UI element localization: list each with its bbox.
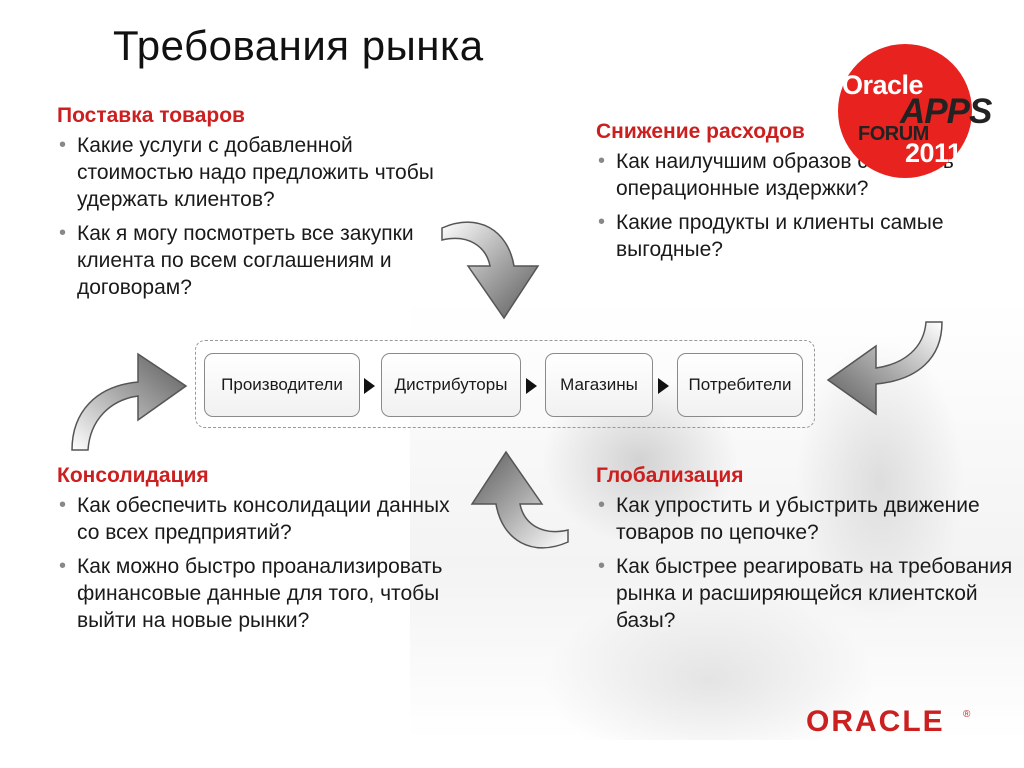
chain-step-consumers: Потребители bbox=[677, 353, 803, 417]
chain-step-stores: Магазины bbox=[545, 353, 653, 417]
bullet-list: Как упростить и убыстрить движение товар… bbox=[596, 492, 1016, 634]
chain-step-distributors: Дистрибуторы bbox=[381, 353, 521, 417]
oracle-brand-logo: ORACLE bbox=[806, 705, 945, 738]
curved-arrow-top-icon bbox=[441, 221, 540, 320]
logo-text: APPS bbox=[900, 92, 992, 131]
list-item: Какие продукты и клиенты самые выгодные? bbox=[596, 209, 956, 263]
value-chain: Производители Дистрибуторы Магазины Потр… bbox=[195, 340, 815, 428]
curved-arrow-bottom-icon bbox=[470, 450, 569, 549]
curved-arrow-left-icon bbox=[71, 352, 188, 451]
list-item: Как обеспечить консолидации данных со вс… bbox=[57, 492, 467, 546]
section-heading: Консолидация bbox=[57, 464, 209, 487]
section-heading: Глобализация bbox=[596, 464, 744, 487]
bullet-list: Как обеспечить консолидации данных со вс… bbox=[57, 492, 467, 634]
chain-arrow-icon bbox=[526, 378, 537, 394]
section-heading: Снижение расходов bbox=[596, 120, 805, 143]
bullet-list: Какие услуги с добавленной стоимостью на… bbox=[57, 132, 437, 301]
list-item: Как можно быстро проанализировать финанс… bbox=[57, 553, 467, 634]
section-heading: Поставка товаров bbox=[57, 104, 245, 127]
list-item: Как быстрее реагировать на требования ры… bbox=[596, 553, 1016, 634]
curved-arrow-right-icon bbox=[826, 321, 943, 416]
slide-title: Требования рынка bbox=[113, 22, 484, 69]
registered-mark: ® bbox=[963, 709, 971, 720]
logo-text: Oracle bbox=[842, 70, 924, 100]
chain-arrow-icon bbox=[364, 378, 375, 394]
logo-text: FORUM bbox=[858, 123, 929, 145]
section-supply: Поставка товаров Какие услуги с добавлен… bbox=[57, 104, 437, 308]
section-consolidation: Консолидация Как обеспечить консолидации… bbox=[57, 464, 467, 641]
list-item: Какие услуги с добавленной стоимостью на… bbox=[57, 132, 437, 213]
list-item: Как я могу посмотреть все закупки клиент… bbox=[57, 220, 437, 301]
chain-arrow-icon bbox=[658, 378, 669, 394]
logo-circle bbox=[838, 44, 972, 178]
section-globalization: Глобализация Как упростить и убыстрить д… bbox=[596, 464, 1016, 641]
chain-step-producers: Производители bbox=[204, 353, 360, 417]
list-item: Как упростить и убыстрить движение товар… bbox=[596, 492, 1016, 546]
logo-text: 2011 bbox=[905, 138, 962, 168]
